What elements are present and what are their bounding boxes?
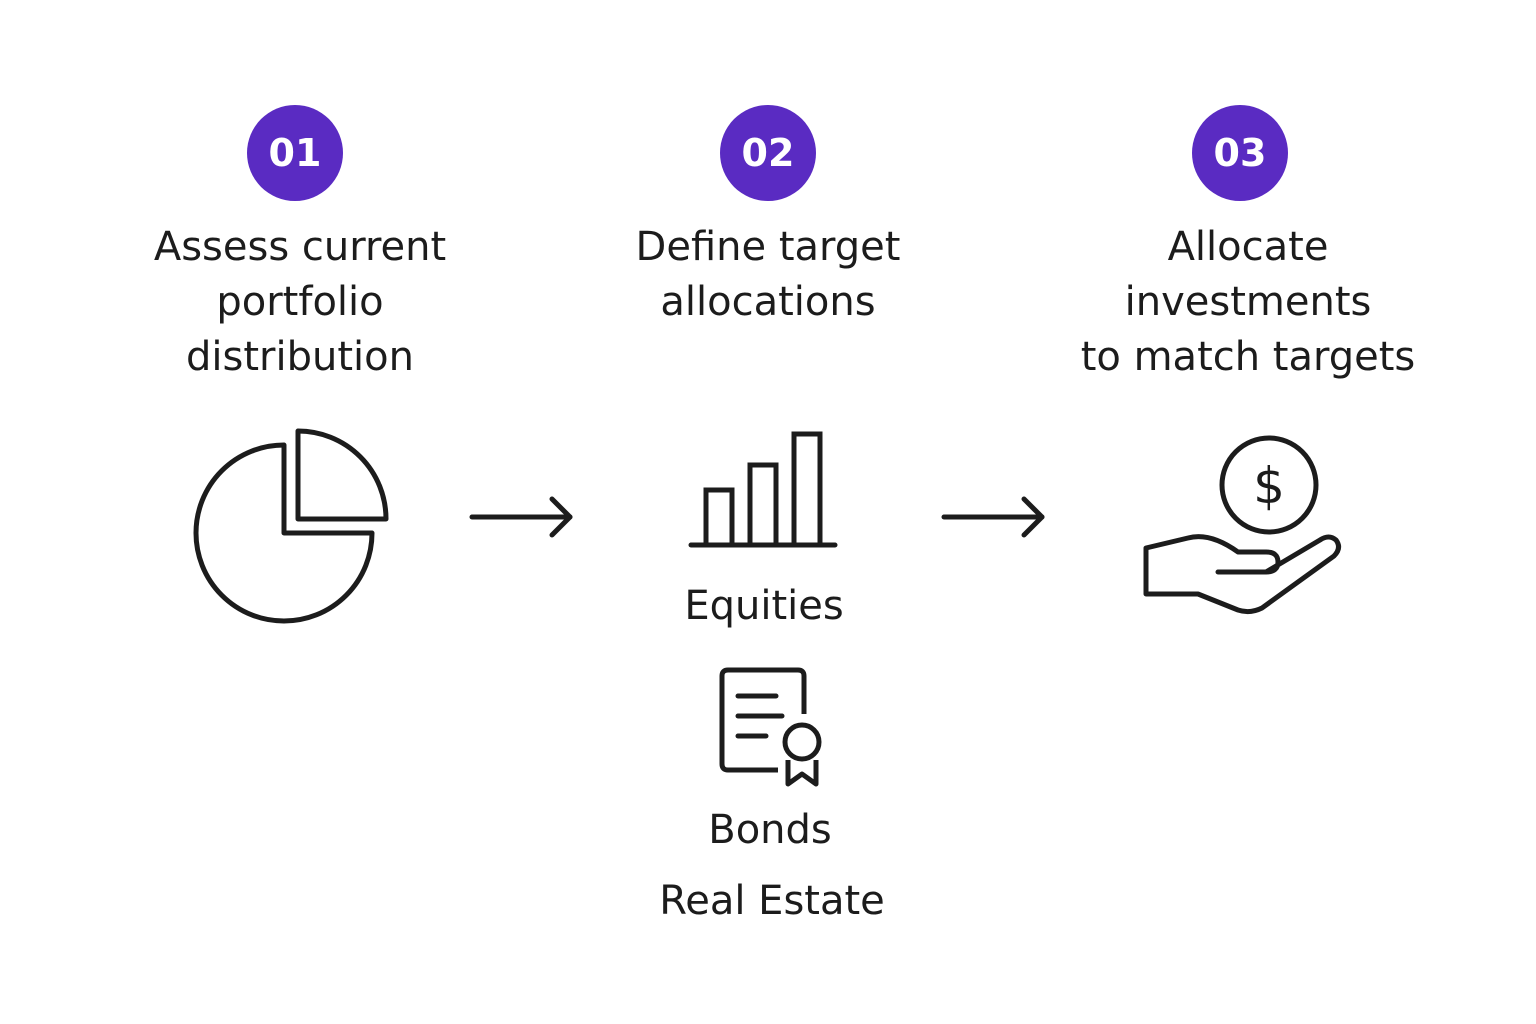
step-2-badge: 02 xyxy=(720,105,816,201)
arrow-right-icon xyxy=(469,496,573,538)
step-2-number: 02 xyxy=(741,131,795,175)
hand-coin-icon: $ xyxy=(1143,435,1342,615)
arrow-right-icon xyxy=(941,496,1045,538)
svg-text:$: $ xyxy=(1253,457,1285,515)
asset-class-real-estate: Real Estate xyxy=(659,878,885,924)
step-1-title: Assess current portfolio distribution xyxy=(153,224,447,380)
step-3-title: Allocate investments to match targets xyxy=(1080,224,1416,380)
bar-chart-icon xyxy=(688,431,838,548)
step-1-number: 01 xyxy=(268,131,322,175)
step-1-badge: 01 xyxy=(247,105,343,201)
step-3-number: 03 xyxy=(1213,131,1267,175)
step-2-title: Define target allocations xyxy=(635,224,901,325)
asset-class-bonds: Bonds xyxy=(708,807,832,853)
certificate-icon xyxy=(719,667,822,787)
asset-class-equities: Equities xyxy=(684,583,844,629)
pie-chart-icon xyxy=(193,428,389,624)
step-3-badge: 03 xyxy=(1192,105,1288,201)
